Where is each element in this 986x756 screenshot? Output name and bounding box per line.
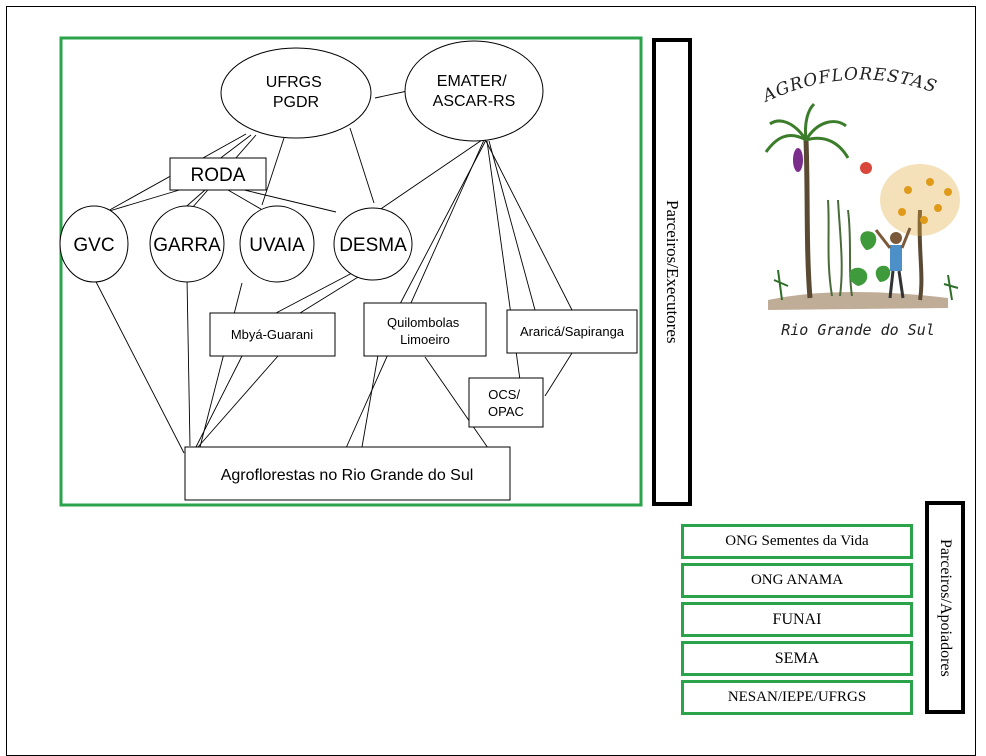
node-ocs-line2: OPAC (488, 404, 524, 419)
node-quilombolas-line1: Quilombolas (387, 315, 460, 330)
node-agro-label: Agroflorestas no Rio Grande do Sul (221, 467, 474, 484)
apoiadores-label: Parceiros/Apoiadores (937, 538, 954, 677)
logo-title: AGROFLORESTAS (758, 64, 940, 107)
plants-icon (773, 231, 959, 301)
palm-tree-icon (764, 102, 850, 299)
agroflorestas-logo: AGROFLORESTAS (758, 64, 960, 339)
supporter-label: FUNAI (772, 610, 822, 628)
supporter-box-anama: ONG ANAMA (681, 563, 913, 598)
node-ocs-line1: OCS/ (488, 387, 520, 402)
node-quilombolas-box (363, 302, 487, 357)
supporter-label: NESAN/IEPE/UFRGS (727, 689, 867, 705)
node-emater-ellipse (404, 40, 544, 142)
node-desma-label: DESMA (339, 235, 407, 256)
executores-label: Parceiros/Executores (663, 200, 682, 344)
node-roda-box (169, 157, 267, 191)
node-garra-ellipse (149, 205, 225, 283)
node-uvaia-ellipse (239, 205, 315, 283)
node-ararica-label: Araricá/Sapiranga (520, 324, 625, 339)
supporter-label: ONG Sementes da Vida (725, 533, 869, 549)
node-uvaia-label: UVAIA (249, 235, 305, 256)
node-roda-label: RODA (191, 165, 246, 186)
node-gvc-ellipse (59, 205, 129, 283)
supporter-label: ONG ANAMA (750, 572, 844, 588)
sun-icon (860, 162, 872, 174)
node-gvc-label: GVC (73, 235, 114, 256)
person-icon (874, 227, 912, 299)
node-agro-box (184, 446, 511, 501)
node-mbya-box (209, 312, 336, 357)
node-ocs-label: OCS/ OPAC (488, 387, 524, 419)
node-garra-label: GARRA (153, 235, 221, 256)
fruit-tree-icon (880, 164, 960, 301)
node-ufrgs-label: UFRGS PGDR (266, 74, 326, 111)
node-quilombolas-line2: Limoeiro (400, 332, 450, 347)
logo-subtitle: Rio Grande do Sul (781, 321, 935, 339)
node-ocs-box (468, 377, 544, 428)
supporter-label: SEMA (774, 649, 820, 667)
supporter-box-funai: FUNAI (681, 602, 913, 637)
supporter-box-sema: SEMA (681, 641, 913, 676)
supporter-box-sementes: ONG Sementes da Vida (681, 524, 913, 559)
executores-box (652, 38, 692, 506)
node-ararica-box (506, 309, 638, 354)
node-ufrgs-ellipse (220, 47, 372, 139)
diagram-container (59, 36, 643, 507)
apoiadores-box (925, 501, 965, 714)
supporter-box-nesan: NESAN/IEPE/UFRGS (681, 680, 913, 715)
node-ufrgs-line1: UFRGS (266, 74, 322, 91)
node-desma-ellipse (333, 207, 413, 281)
node-emater-label: EMATER/ ASCAR-RS (433, 73, 516, 110)
node-mbya-label: Mbyá-Guarani (231, 327, 313, 342)
node-quilombolas-label: Quilombolas Limoeiro (387, 315, 463, 347)
node-ufrgs-line2: PGDR (273, 94, 319, 111)
vines-icon (827, 199, 853, 297)
node-emater-line2: ASCAR-RS (433, 93, 516, 110)
node-emater-line1: EMATER/ (437, 73, 507, 90)
